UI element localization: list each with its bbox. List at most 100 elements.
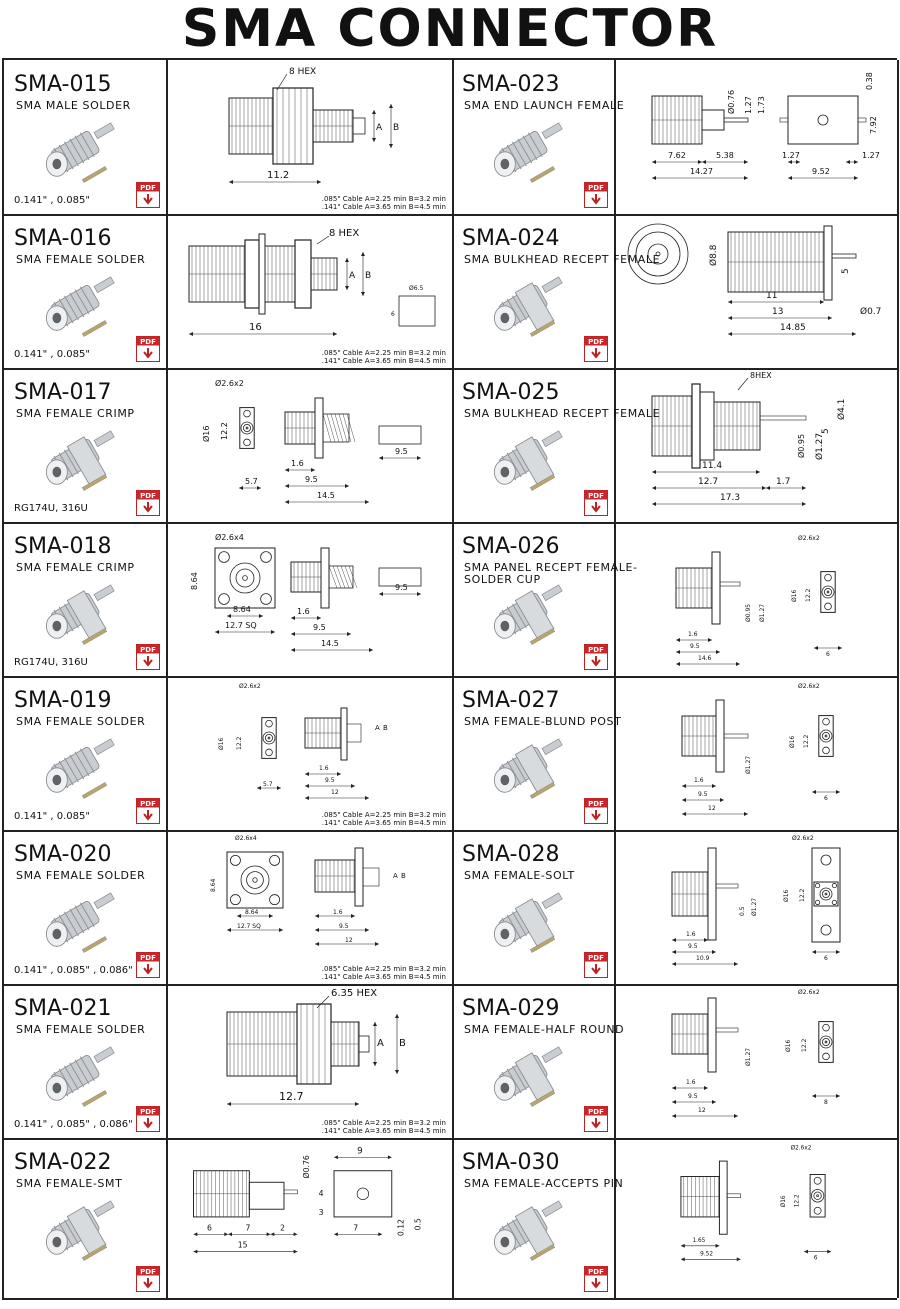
- dimension-label: 8 HEX: [289, 67, 316, 77]
- pdf-download-icon[interactable]: PDF: [136, 798, 160, 824]
- connector-photo: [493, 1200, 563, 1261]
- connector-photo: [45, 1200, 115, 1261]
- dimension-label: 14.6: [698, 655, 712, 662]
- dimension-label: 0.38: [865, 72, 874, 90]
- dimension-label: Ø16: [785, 1039, 792, 1052]
- cable-size: RG174U, 316U: [14, 503, 88, 514]
- pdf-download-icon[interactable]: PDF: [584, 798, 608, 824]
- product-description: SMA END LAUNCH FEMALE: [464, 99, 625, 112]
- pdf-download-icon[interactable]: PDF: [584, 490, 608, 516]
- pdf-download-icon[interactable]: PDF: [584, 644, 608, 670]
- pdf-download-icon[interactable]: PDF: [136, 952, 160, 978]
- product-description: SMA FEMALE SOLDER: [16, 253, 146, 266]
- dimension-label: Ø4.1: [836, 399, 847, 420]
- dimension-label: B: [399, 1038, 406, 1049]
- pdf-download-icon[interactable]: PDF: [136, 336, 160, 362]
- cable-size: 0.141" , 0.085": [14, 349, 90, 360]
- product-code: SMA-030: [462, 1150, 560, 1175]
- dimension-label: 12.2: [803, 734, 810, 748]
- pdf-download-icon[interactable]: PDF: [584, 336, 608, 362]
- dimension-label: Ø6.5: [409, 285, 423, 292]
- pdf-label: PDF: [140, 1108, 156, 1116]
- dimension-label: Ø2.6x2: [798, 535, 820, 542]
- dimension-label: 9.5: [313, 623, 326, 632]
- product-code: SMA-022: [14, 1150, 112, 1175]
- dimension-label: 9.5: [698, 791, 708, 798]
- pdf-label: PDF: [588, 800, 604, 808]
- connector-photo: [45, 1046, 115, 1107]
- dimension-label: 9.5: [688, 1093, 698, 1100]
- dimension-label: 12: [708, 805, 716, 812]
- pdf-download-icon[interactable]: PDF: [584, 1106, 608, 1132]
- note-line: .141" Cable A=3.65 min B=4.5 min: [321, 819, 446, 827]
- pdf-download-icon[interactable]: PDF: [136, 490, 160, 516]
- pdf-download-icon[interactable]: PDF: [136, 182, 160, 208]
- pdf-download-icon[interactable]: PDF: [136, 644, 160, 670]
- product-code: SMA-024: [462, 226, 560, 251]
- dimension-label: 1.6: [333, 909, 343, 916]
- dimension-label: 8.64: [233, 605, 251, 614]
- product-description: SMA FEMALE SOLDER: [16, 1023, 146, 1036]
- product-code: SMA-023: [462, 72, 560, 97]
- dimension-label: 12.2: [799, 888, 806, 902]
- product-description: SMA FEMALE-SMT: [16, 1177, 123, 1190]
- pdf-label: PDF: [140, 338, 156, 346]
- pdf-download-icon[interactable]: PDF: [584, 1266, 608, 1292]
- product-code: SMA-015: [14, 72, 112, 97]
- pdf-download-icon[interactable]: PDF: [584, 182, 608, 208]
- cable-size: 0.141" , 0.085" , 0.086": [14, 965, 133, 976]
- connector-photo: [45, 122, 115, 183]
- dimension-label: 1.6: [688, 631, 698, 638]
- note-line: .141" Cable A=3.65 min B=4.5 min: [321, 203, 446, 211]
- dimension-label: 12: [331, 789, 339, 796]
- product-description: SMA FEMALE SOLDER: [16, 715, 146, 728]
- product-description: SMA FEMALE SOLDER: [16, 869, 146, 882]
- dimension-label: 8.64: [245, 909, 259, 916]
- dimension-label: 8 HEX: [329, 228, 359, 239]
- dimension-label: 6: [824, 955, 828, 962]
- connector-photo: [493, 430, 563, 491]
- pdf-download-icon[interactable]: PDF: [136, 1106, 160, 1132]
- dimension-label: 11.2: [267, 170, 289, 181]
- connector-photo: [45, 430, 115, 491]
- pdf-download-icon[interactable]: PDF: [136, 1266, 160, 1292]
- dimension-label: Ø2.6x2: [798, 683, 820, 690]
- dimension-label: 1.6: [291, 459, 304, 468]
- dimension-label: 9.52: [700, 1251, 713, 1257]
- dimension-label: A: [377, 1038, 384, 1049]
- dimension-label: 4: [319, 1189, 324, 1198]
- dimension-label: Ø2.6x2: [792, 835, 814, 842]
- product-code: SMA-025: [462, 380, 560, 405]
- dimension-label: B: [393, 123, 399, 133]
- product-description: SMA BULKHEAD RECEPT FEMALE: [464, 253, 661, 266]
- dimension-label: 12.2: [236, 736, 243, 750]
- product-code: SMA-017: [14, 380, 112, 405]
- connector-photo: [45, 276, 115, 337]
- cable-size: 0.141" , 0.085" , 0.086": [14, 1119, 133, 1130]
- dimension-label: 12.2: [794, 1194, 800, 1207]
- cable-size: RG174U, 316U: [14, 657, 88, 668]
- dimension-label: Ø16: [201, 426, 211, 442]
- pdf-download-icon[interactable]: PDF: [584, 952, 608, 978]
- dimension-label: 16: [249, 322, 262, 333]
- dimension-label: A: [375, 724, 380, 732]
- cable-dimension-note: .085" Cable A=2.25 min B=3.2 min.141" Ca…: [322, 1119, 446, 1135]
